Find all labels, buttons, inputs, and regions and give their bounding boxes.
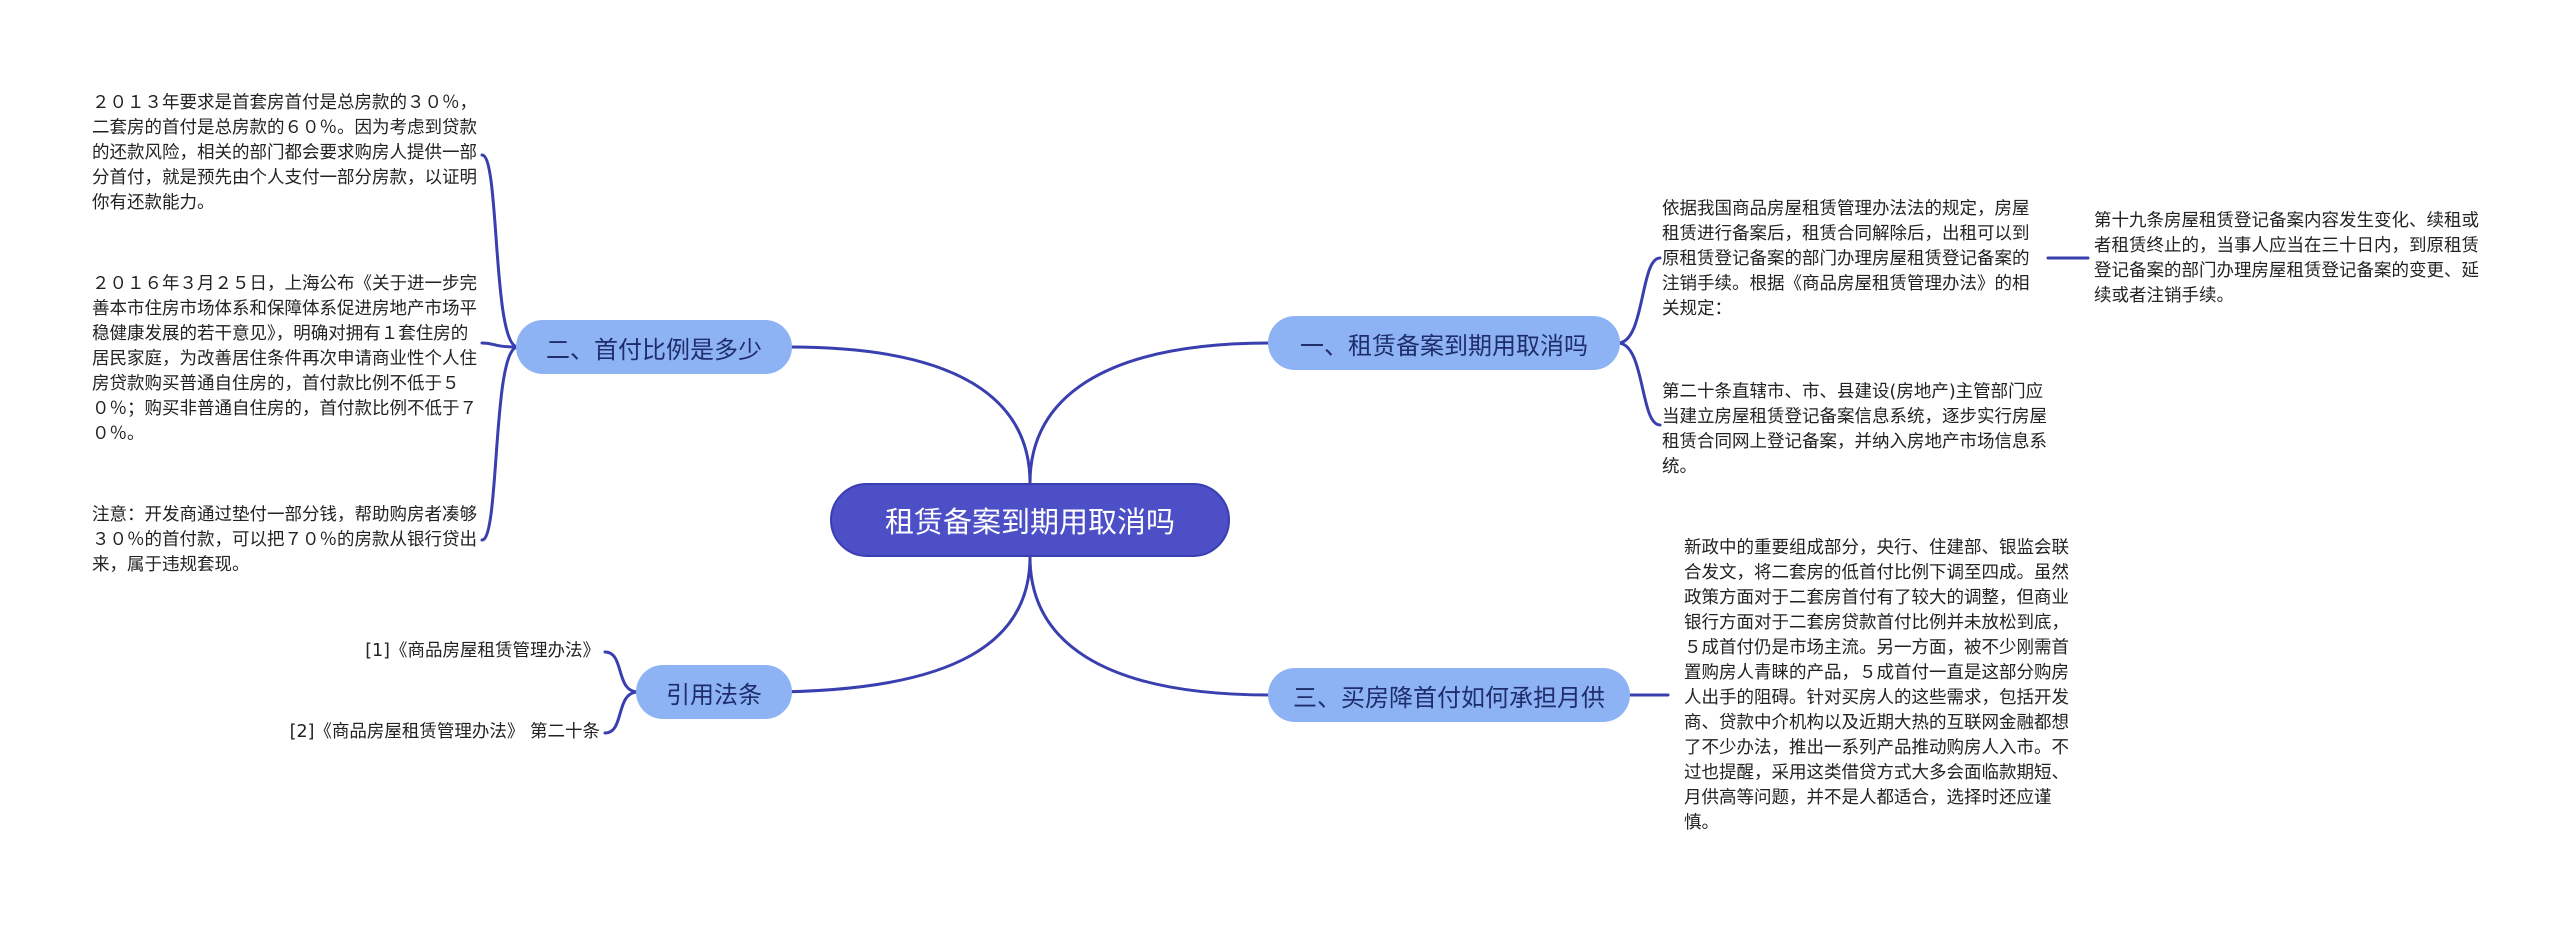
branch-rental-filing-cancel[interactable]: 一、租赁备案到期用取消吗 [1268, 316, 1620, 370]
connector-b1-leaf2 [1616, 341, 1662, 427]
connector-b1-leaf1 [1616, 256, 1662, 345]
branch-down-payment-ratio[interactable]: 二、首付比例是多少 [516, 320, 792, 374]
leaf-article-19: 第十九条房屋租赁登记备案内容发生变化、续租或者租赁终止的，当事人应当在三十日内，… [2094, 211, 2479, 306]
connector-root-b2 [788, 345, 1032, 485]
connector-b2-leaf2 [480, 341, 520, 349]
connector-b2-leaf3 [480, 345, 520, 542]
connector-b4-leaf2 [603, 690, 640, 735]
branch-cited-laws[interactable]: 引用法条 [636, 665, 792, 719]
connector-b2-leaf1 [480, 153, 520, 349]
connector-root-b3 [1028, 555, 1272, 697]
root-topic[interactable]: 租赁备案到期用取消吗 [830, 483, 1230, 557]
leaf-2013-down-payment: ２０１３年要求是首套房首付是总房款的３０％，二套房的首付是总房款的６０％。因为考… [92, 93, 477, 213]
connector-b4-leaf1 [603, 650, 640, 694]
branch-monthly-payment[interactable]: 三、买房降首付如何承担月供 [1268, 668, 1630, 722]
leaf-new-policy-details: 新政中的重要组成部分，央行、住建部、银监会联合发文，将二套房的低首付比例下调至四… [1684, 538, 2069, 833]
leaf-developer-note: 注意：开发商通过垫付一部分钱，帮助购房者凑够３０％的首付款，可以把７０％的房款从… [92, 505, 477, 575]
leaf-citation-2: [2]《商品房屋租赁管理办法》 第二十条 [289, 722, 600, 742]
leaf-citation-1: [1]《商品房屋租赁管理办法》 [365, 641, 600, 661]
leaf-2016-shanghai-policy: ２０１６年３月２５日，上海公布《关于进一步完善本市住房市场体系和保障体系促进房地… [92, 274, 477, 444]
connector-root-b4 [763, 555, 1032, 694]
leaf-rental-regulation-intro: 依据我国商品房屋租赁管理办法法的规定，房屋租赁进行备案后，租赁合同解除后，出租可… [1662, 199, 2030, 319]
connector-root-b1 [1028, 341, 1272, 485]
leaf-article-20: 第二十条直辖市、市、县建设(房地产)主管部门应当建立房屋租赁登记备案信息系统，逐… [1662, 382, 2047, 477]
